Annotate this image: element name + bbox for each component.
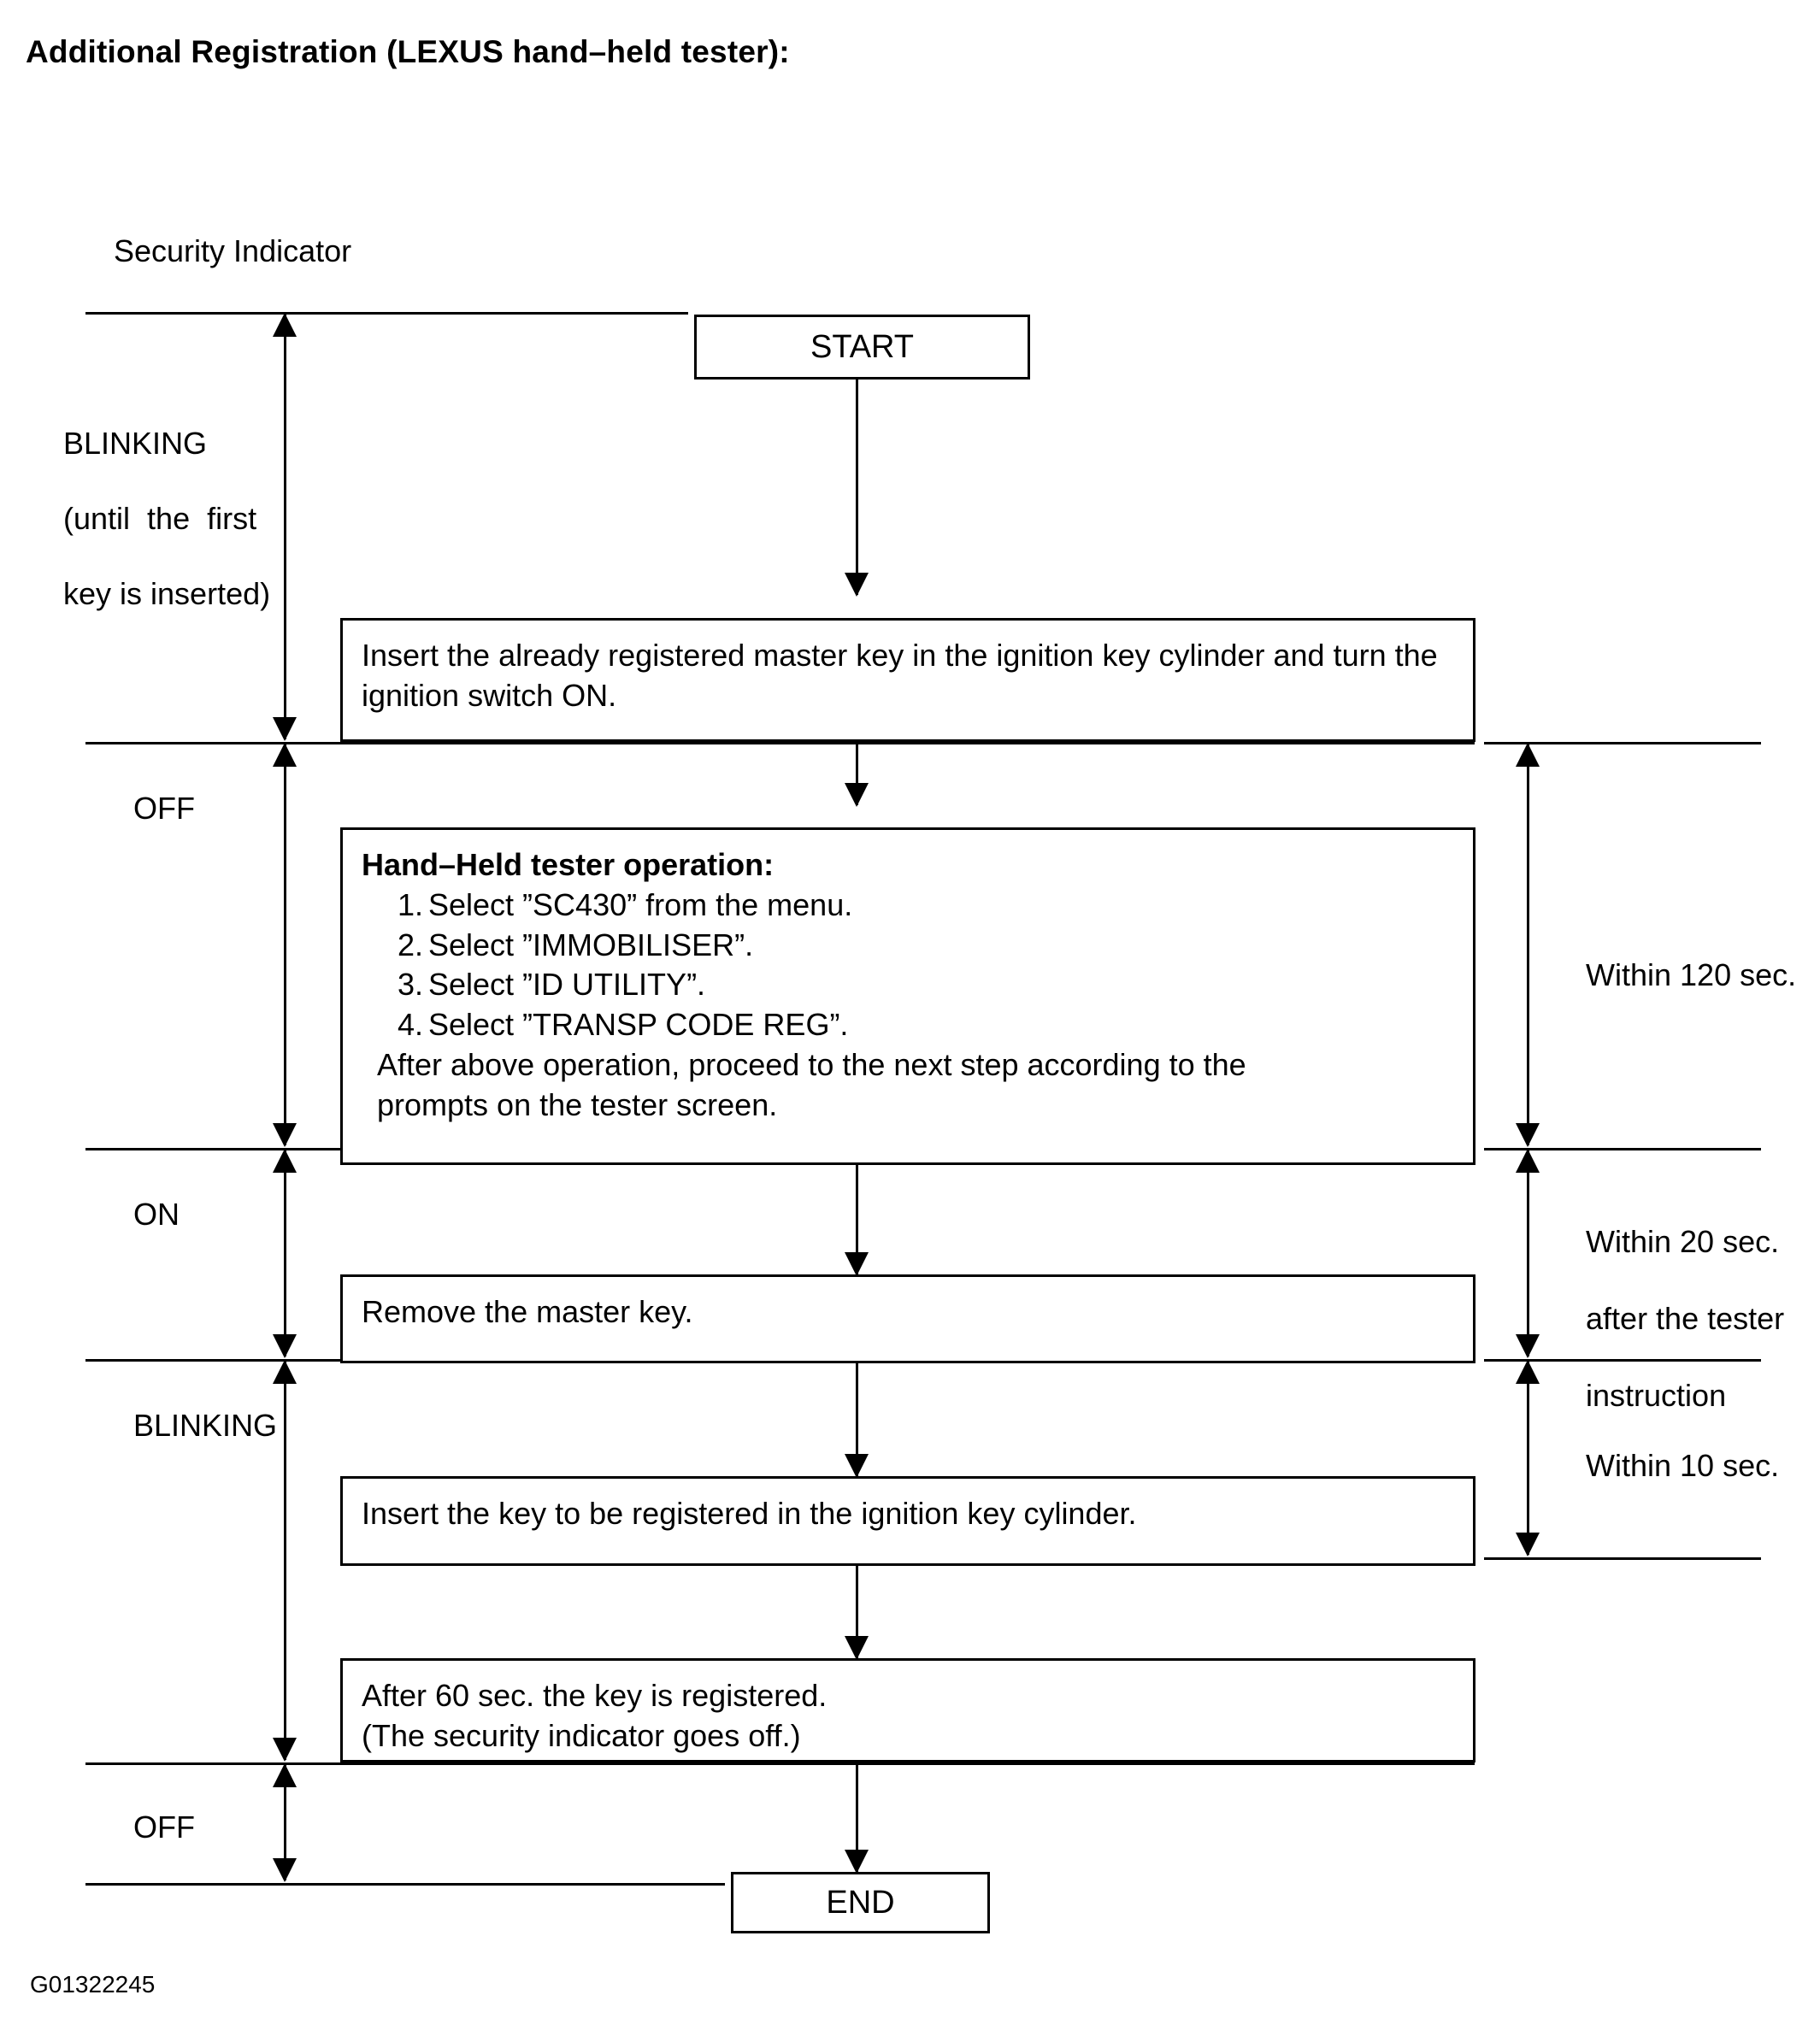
list-item-number: 4. — [398, 1007, 424, 1043]
figure-reference-code: G01322245 — [30, 1971, 156, 1998]
state-label-line-1: OFF — [133, 790, 195, 826]
page-title: Additional Registration (LEXUS hand–held… — [26, 34, 790, 69]
timing-label-within-120-sec: Within 120 sec. — [1552, 917, 1796, 1033]
state-span-arrow-off-2 — [273, 1763, 297, 1882]
timing-divider-line-3 — [1484, 1359, 1761, 1362]
timing-span-arrow-10-sec — [1516, 1360, 1540, 1556]
flow-node-step5-line-1: After 60 sec. the key is registered. — [362, 1678, 828, 1713]
state-divider-line-6 — [85, 1883, 725, 1886]
state-label-line-1: BLINKING — [133, 1407, 278, 1443]
flow-node-step2-tail-line-2: prompts on the tester screen. — [377, 1086, 778, 1122]
timing-label-line-1: Within 120 sec. — [1586, 957, 1797, 992]
flow-node-step5-line-2: (The security indicator goes off.) — [362, 1717, 801, 1753]
timing-divider-line-1 — [1484, 742, 1761, 744]
timing-divider-line-4 — [1484, 1557, 1761, 1560]
list-item-label: Select ”SC430” from the menu. — [428, 886, 853, 922]
flow-node-step2-header: Hand–Held tester operation: — [362, 847, 775, 882]
flow-node-step1: Insert the already registered master key… — [340, 618, 1475, 742]
state-span-arrow-blinking-2 — [273, 1360, 297, 1762]
list-item-number: 2. — [398, 927, 424, 962]
timing-divider-line-2 — [1484, 1148, 1761, 1150]
flow-node-end-label: END — [826, 1884, 895, 1921]
flow-node-step2-tail-line-1: After above operation, proceed to the ne… — [377, 1046, 1246, 1082]
flow-node-step5: After 60 sec. the key is registered. (Th… — [340, 1658, 1475, 1762]
timing-label-within-20-sec: Within 20 sec. after the tester instruct… — [1552, 1184, 1784, 1453]
flow-node-step3-text: Remove the master key. — [362, 1294, 693, 1329]
list-item-label: Select ”TRANSP CODE REG”. — [428, 1007, 849, 1043]
flow-node-start-label: START — [810, 328, 915, 365]
timing-label-line-3: instruction — [1586, 1378, 1727, 1413]
flow-connector-step2-to-step3 — [845, 1165, 869, 1276]
state-label-line-1: BLINKING — [63, 425, 208, 461]
flow-connector-start-to-step1 — [845, 380, 869, 597]
state-label-blinking-first: BLINKING (until the first key is inserte… — [29, 387, 270, 650]
list-item: 2. Select ”IMMOBILISER”. — [362, 926, 1454, 966]
timing-span-arrow-120-sec — [1516, 743, 1540, 1147]
list-item-number: 1. — [398, 886, 424, 922]
flow-node-step4-text: Insert the key to be registered in the i… — [362, 1496, 1137, 1531]
state-label-line-3: key is inserted) — [63, 575, 271, 611]
state-divider-line-2 — [85, 742, 1475, 744]
timing-span-arrow-20-sec — [1516, 1149, 1540, 1358]
flow-node-step1-text: Insert the already registered master key… — [362, 638, 1438, 713]
state-span-arrow-off-1 — [273, 743, 297, 1147]
flow-connector-step5-to-end — [845, 1762, 869, 1874]
flow-node-step3: Remove the master key. — [340, 1274, 1475, 1363]
state-span-arrow-blinking-first — [273, 313, 297, 741]
state-divider-line-5 — [85, 1762, 1475, 1765]
timing-label-line-1: Within 20 sec. — [1586, 1224, 1780, 1259]
state-label-line-1: ON — [133, 1196, 180, 1232]
timing-label-line-2: after the tester — [1586, 1301, 1785, 1336]
flow-node-end: END — [731, 1872, 990, 1933]
list-item-label: Select ”IMMOBILISER”. — [428, 927, 754, 962]
flow-connector-step3-to-step4 — [845, 1363, 869, 1478]
list-item-number: 3. — [398, 967, 424, 1003]
security-indicator-axis-label: Security Indicator — [114, 233, 352, 268]
state-label-off-2: OFF — [99, 1771, 195, 1884]
state-label-off-1: OFF — [99, 752, 195, 865]
flow-connector-step1-to-step2 — [845, 742, 869, 807]
state-span-arrow-on-1 — [273, 1149, 297, 1358]
state-label-blinking-2: BLINKING — [99, 1369, 277, 1482]
timing-label-line-1: Within 10 sec. — [1586, 1448, 1780, 1483]
state-label-on-1: ON — [99, 1158, 180, 1271]
list-item: 3. Select ”ID UTILITY”. — [362, 965, 1454, 1005]
timing-label-within-10-sec: Within 10 sec. — [1552, 1408, 1779, 1523]
state-label-line-1: OFF — [133, 1809, 195, 1845]
state-label-line-2: (until the first — [63, 500, 257, 536]
state-divider-line-1 — [85, 312, 688, 315]
flow-node-start: START — [694, 315, 1030, 380]
list-item: 4. Select ”TRANSP CODE REG”. — [362, 1005, 1454, 1045]
flow-node-step4: Insert the key to be registered in the i… — [340, 1476, 1475, 1566]
flow-node-step2-tail: After above operation, proceed to the ne… — [362, 1045, 1454, 1126]
flow-connector-step4-to-step5 — [845, 1566, 869, 1660]
list-item: 1. Select ”SC430” from the menu. — [362, 886, 1454, 926]
flow-node-step2-list: 1. Select ”SC430” from the menu. 2. Sele… — [362, 886, 1454, 1045]
flow-node-step2: Hand–Held tester operation: 1. Select ”S… — [340, 827, 1475, 1165]
list-item-label: Select ”ID UTILITY”. — [428, 967, 706, 1003]
